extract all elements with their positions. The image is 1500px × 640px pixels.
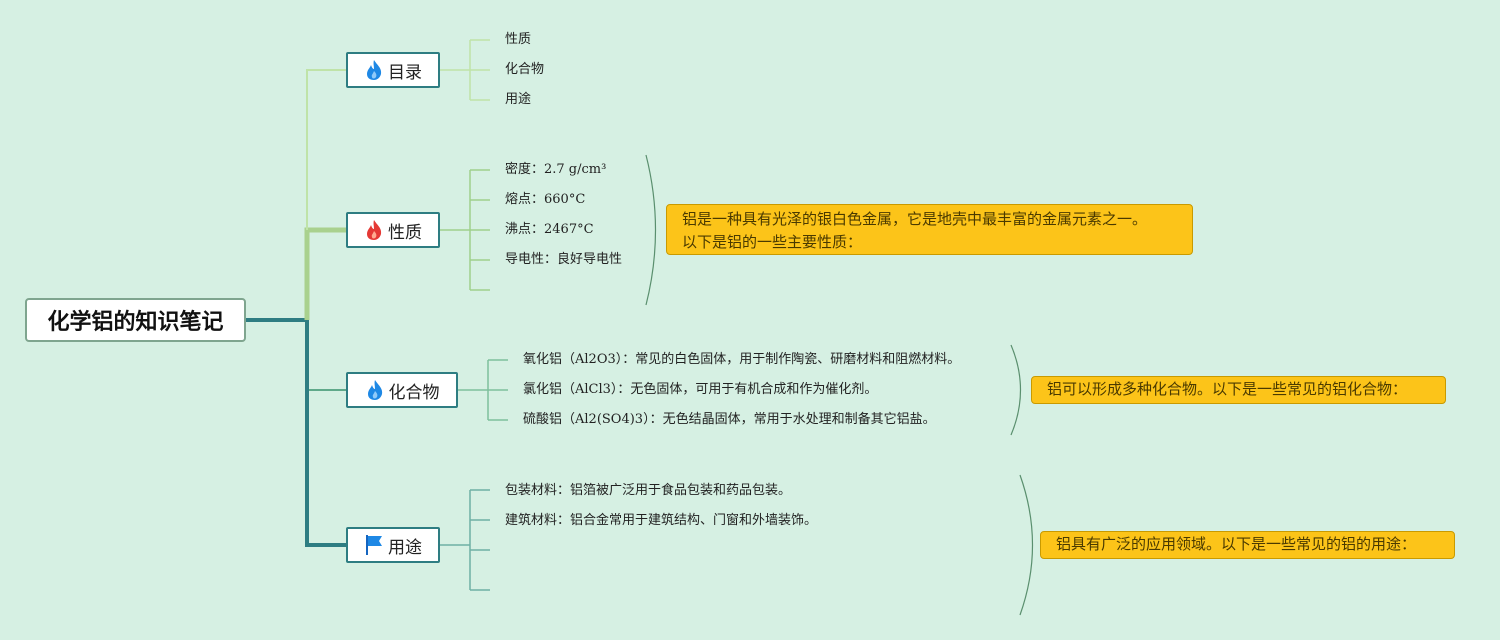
branch-label: 用途: [388, 537, 422, 558]
branch-label: 化合物: [388, 382, 440, 403]
leaf-item[interactable]: 化合物: [505, 62, 545, 77]
fire-icon-blue: [367, 60, 382, 80]
summary-note[interactable]: 铝是一种具有光泽的银白色金属，它是地壳中最丰富的金属元素之一。 以下是铝的一些主…: [666, 204, 1193, 255]
fire-icon-blue: [367, 380, 382, 400]
branch-toc[interactable]: 目录: [346, 52, 440, 88]
note-line: 以下是铝的一些主要性质：: [682, 233, 863, 251]
leaf-item[interactable]: 性质: [505, 32, 532, 47]
leaf-item[interactable]: 氯化铝（AlCl3）：无色固体，可用于有机合成和作为催化剂。: [523, 382, 878, 397]
note-line: 铝可以形成多种化合物。以下是一些常见的铝化合物：: [1047, 380, 1408, 398]
fire-icon-red: [367, 220, 382, 240]
note-line: 铝是一种具有光泽的银白色金属，它是地壳中最丰富的金属元素之一。: [682, 210, 1148, 228]
summary-note[interactable]: 铝可以形成多种化合物。以下是一些常见的铝化合物：: [1031, 376, 1446, 404]
note-line: 铝具有广泛的应用领域。以下是一些常见的铝的用途：: [1056, 535, 1417, 553]
summary-note[interactable]: 铝具有广泛的应用领域。以下是一些常见的铝的用途：: [1040, 531, 1455, 559]
branch-properties[interactable]: 性质: [346, 212, 440, 248]
leaf-item[interactable]: 建筑材料：铝合金常用于建筑结构、门窗和外墙装饰。: [505, 513, 818, 528]
root-title: 化学铝的知识笔记: [47, 310, 224, 335]
flag-icon: [366, 535, 382, 555]
leaf-item[interactable]: 包装材料：铝箔被广泛用于食品包装和药品包装。: [505, 483, 792, 498]
leaf-item[interactable]: 沸点：2467°C: [505, 222, 594, 237]
branch-label: 目录: [388, 62, 422, 83]
leaf-item[interactable]: 氧化铝（Al2O3）：常见的白色固体，用于制作陶瓷、研磨材料和阻燃材料。: [523, 352, 961, 367]
root-topic[interactable]: 化学铝的知识笔记: [25, 298, 246, 342]
leaf-item[interactable]: 导电性：良好导电性: [505, 252, 623, 267]
leaf-item[interactable]: 用途: [505, 92, 532, 107]
leaf-item[interactable]: 密度：2.7 g/cm³: [505, 162, 607, 177]
branch-compounds[interactable]: 化合物: [346, 372, 458, 408]
leaf-item[interactable]: 熔点：660°C: [505, 192, 586, 207]
branch-label: 性质: [388, 222, 422, 243]
leaf-item[interactable]: 硫酸铝（Al2(SO4)3）：无色结晶固体，常用于水处理和制备其它铝盐。: [523, 412, 936, 427]
branch-uses[interactable]: 用途: [346, 527, 440, 563]
